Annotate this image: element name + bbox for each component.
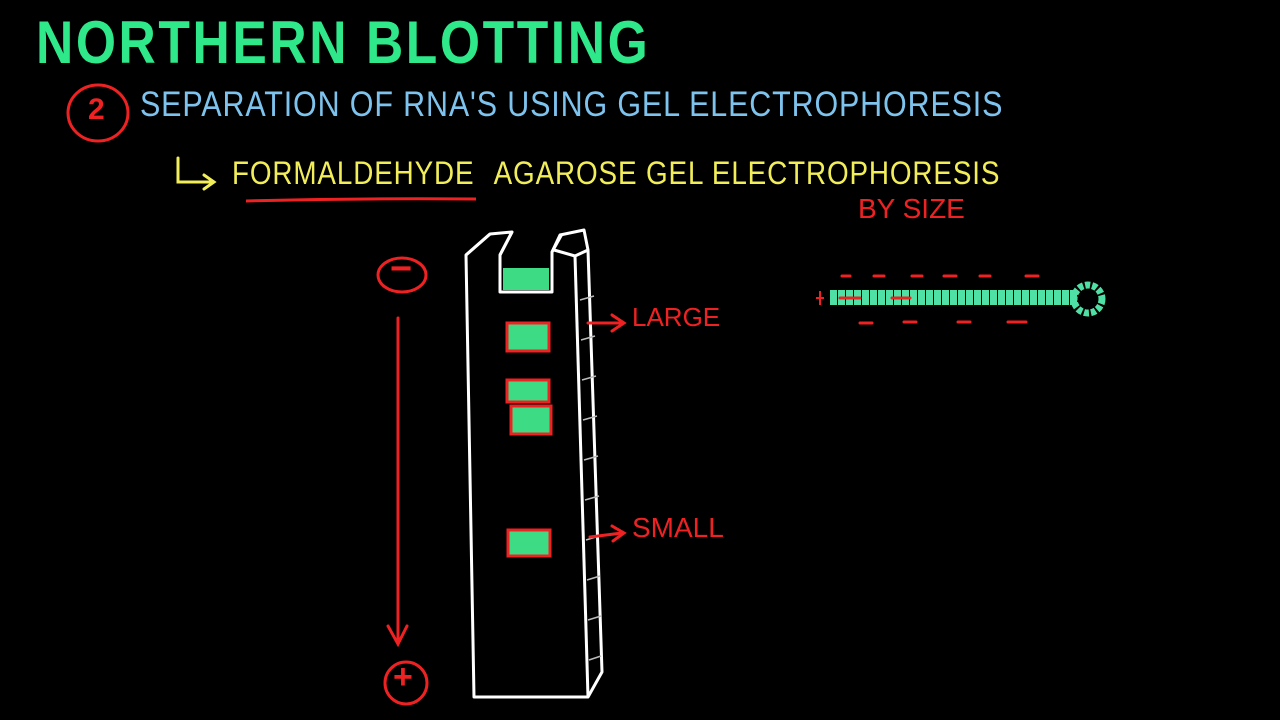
step-number-circle: [66, 83, 130, 143]
gel-band: [505, 378, 551, 404]
formaldehyde-underline: [245, 197, 477, 203]
gel-band-large: [505, 321, 551, 353]
method-rest: Agarose Gel Electrophoresis: [493, 155, 1001, 191]
rna-segment: [942, 290, 949, 305]
right-arrow-icon: [588, 524, 627, 543]
positive-electrode-circle: [383, 660, 429, 706]
gel-slab: [464, 228, 604, 699]
negative-electrode-label: −: [390, 248, 413, 290]
l-arrow-icon: [176, 156, 217, 191]
rna-segment: [1054, 290, 1061, 305]
rna-segment: [934, 290, 941, 305]
page-title: NORTHERN BLOTTING: [36, 9, 651, 76]
rna-segment: [982, 290, 989, 305]
rna-segment: [1006, 290, 1013, 305]
rna-segment: [878, 290, 885, 305]
rna-segment: [958, 290, 965, 305]
gel-side-shading: [579, 295, 602, 661]
rna-segment: [1062, 290, 1069, 305]
rna-segment: [990, 290, 997, 305]
step-heading: Separation of RNA's Using Gel Electropho…: [140, 85, 1004, 124]
rna-hairpin-icon: [816, 274, 1106, 325]
rna-segment: [910, 290, 917, 305]
rna-segment: [870, 290, 877, 305]
positive-electrode-label: +: [393, 658, 413, 696]
rna-segment: [1046, 290, 1053, 305]
rna-segment: [1038, 290, 1045, 305]
down-arrow-icon: [386, 316, 409, 648]
rna-segment: [830, 290, 837, 305]
method-chemical: Formaldehyde: [232, 155, 475, 191]
method-line: Formaldehyde Agarose Gel Electrophoresis: [232, 155, 1000, 192]
rna-segment: [974, 290, 981, 305]
by-size-note: By Size: [858, 193, 965, 224]
rna-segment: [886, 290, 893, 305]
rna-segment: [1014, 290, 1021, 305]
rna-segment: [998, 290, 1005, 305]
rna-segment: [862, 290, 869, 305]
rna-segment: [1022, 290, 1029, 305]
gel-band-small: [506, 528, 552, 558]
rna-segment: [966, 290, 973, 305]
large-label: Large: [632, 302, 721, 332]
rna-segment: [918, 290, 925, 305]
step-number: 2: [88, 93, 105, 126]
gel-band: [509, 404, 553, 436]
negative-electrode-circle: [376, 256, 428, 294]
rna-segment: [1030, 290, 1037, 305]
rna-segment: [950, 290, 957, 305]
sample-well: [503, 268, 549, 290]
rna-segment: [926, 290, 933, 305]
small-label: Small: [632, 512, 724, 543]
right-arrow-icon: [586, 313, 627, 333]
